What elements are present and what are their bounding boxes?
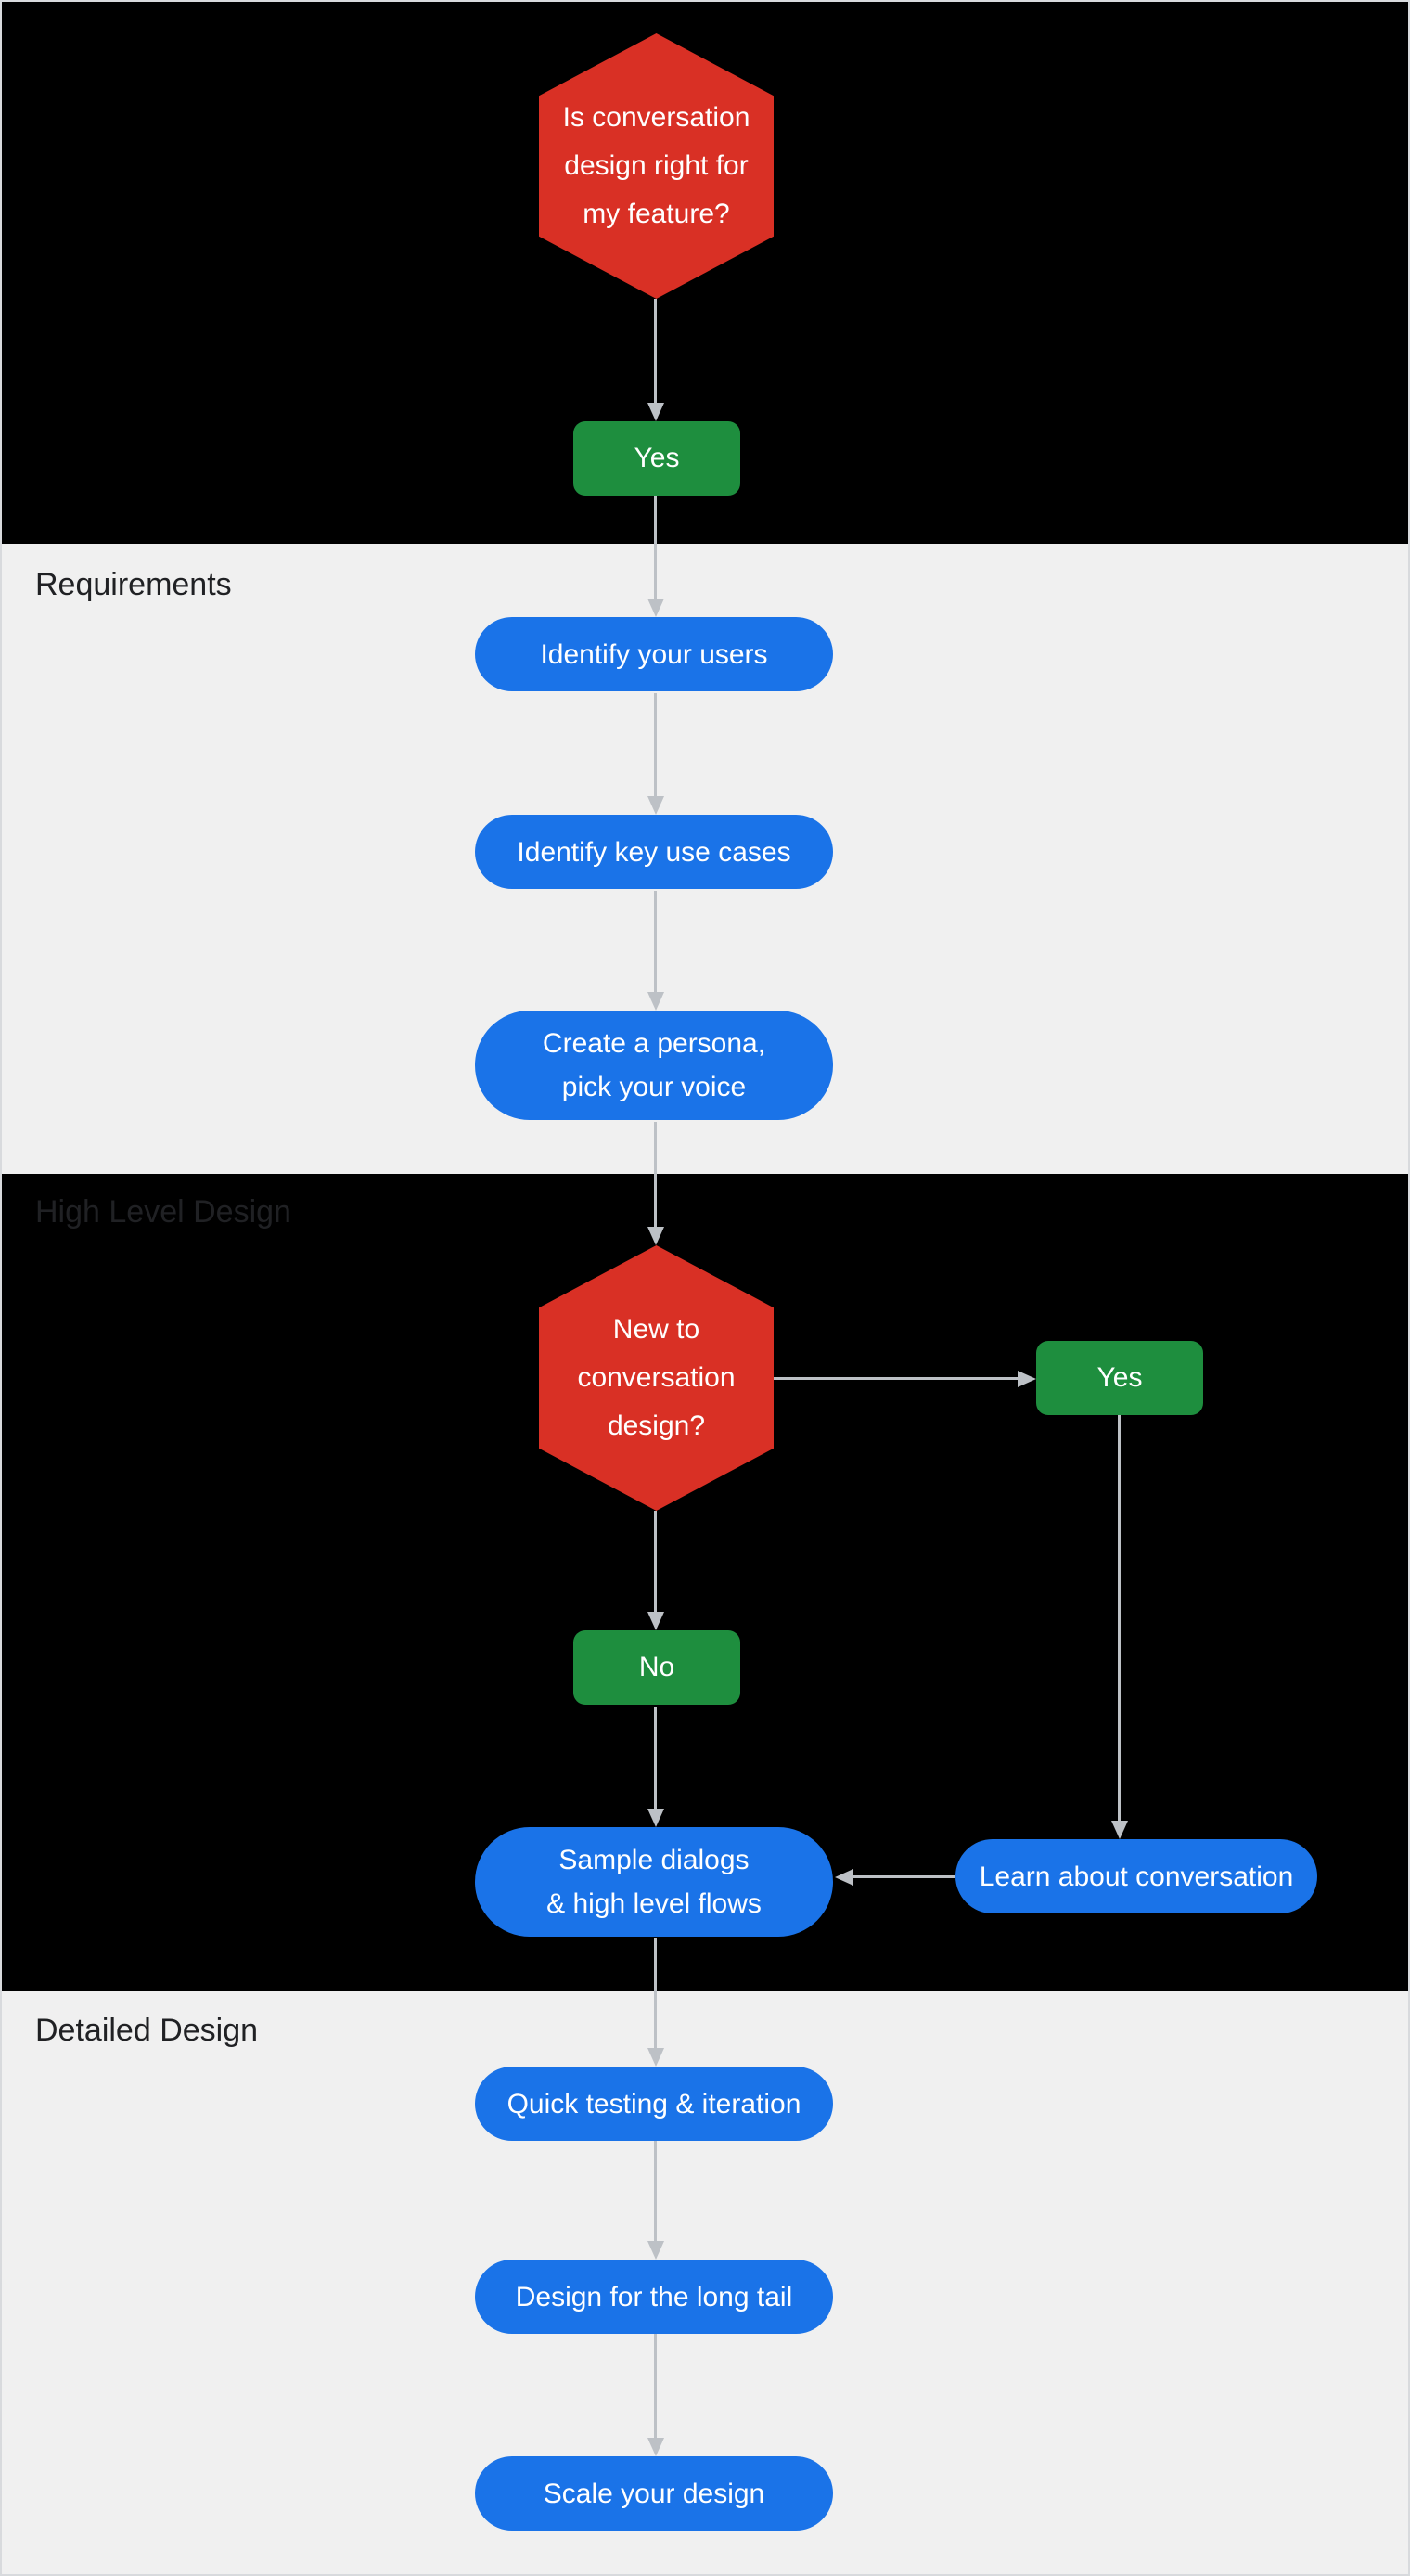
- step-create-persona-pick-voice[interactable]: Create a persona, pick your voice: [475, 1011, 833, 1120]
- step-identify-your-users[interactable]: Identify your users: [475, 617, 833, 691]
- arrow-down-icon: [654, 496, 657, 599]
- section-label-requirements: Requirements: [35, 567, 232, 602]
- arrow-down-icon: [654, 1707, 657, 1809]
- arrow-right-icon: [774, 1377, 1018, 1380]
- arrow-down-icon: [654, 2141, 657, 2241]
- arrow-down-icon: [654, 2334, 657, 2438]
- arrow-down-icon: [654, 1938, 657, 2048]
- answer-yes-1[interactable]: Yes: [573, 421, 740, 496]
- arrow-down-icon: [654, 1122, 657, 1227]
- answer-no[interactable]: No: [573, 1630, 740, 1705]
- step-scale-your-design[interactable]: Scale your design: [475, 2456, 833, 2531]
- arrow-left-icon: [853, 1875, 955, 1878]
- arrow-down-icon: [654, 693, 657, 796]
- arrow-down-icon: [1118, 1415, 1121, 1821]
- step-sample-dialogs-high-level-flows[interactable]: Sample dialogs & high level flows: [475, 1827, 833, 1937]
- decision-is-conversation-design-right: Is conversation design right for my feat…: [539, 33, 774, 299]
- step-learn-about-conversation[interactable]: Learn about conversation: [955, 1839, 1317, 1913]
- arrow-down-icon: [654, 891, 657, 992]
- step-design-for-long-tail[interactable]: Design for the long tail: [475, 2260, 833, 2334]
- arrow-down-icon: [654, 299, 657, 403]
- decision-new-to-conversation-design: New to conversation design?: [539, 1245, 774, 1511]
- section-label-detailed-design: Detailed Design: [35, 2013, 259, 2048]
- section-label-high-level-design: High Level Design: [35, 1194, 291, 1230]
- answer-yes-2[interactable]: Yes: [1036, 1341, 1203, 1415]
- step-identify-key-use-cases[interactable]: Identify key use cases: [475, 815, 833, 889]
- arrow-down-icon: [654, 1511, 657, 1612]
- step-quick-testing-iteration[interactable]: Quick testing & iteration: [475, 2067, 833, 2141]
